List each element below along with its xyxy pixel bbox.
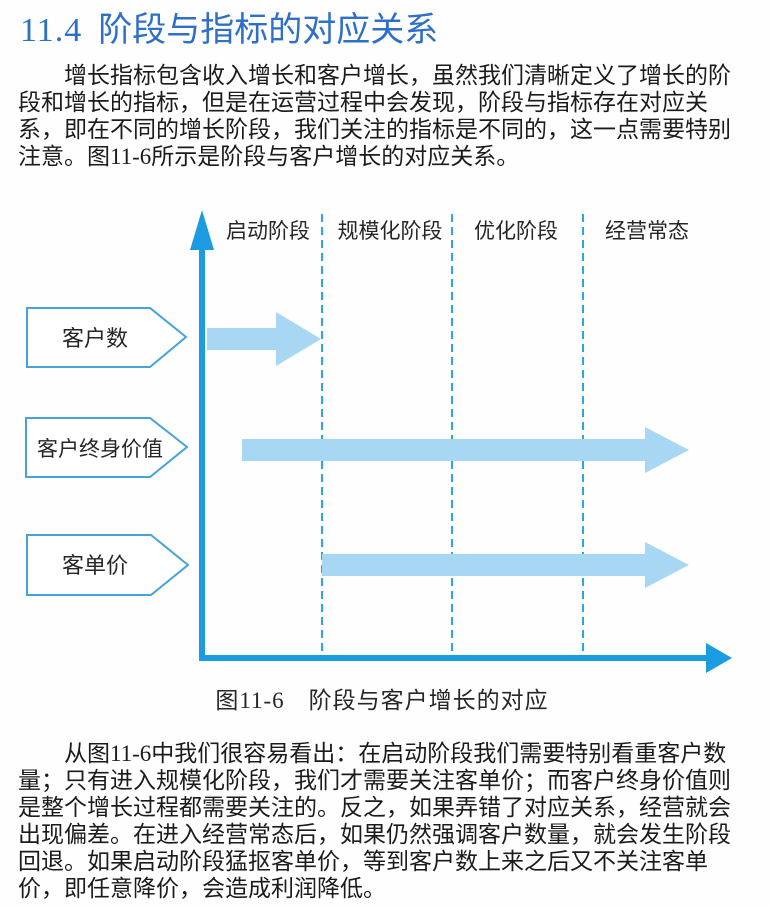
section-number: 11.4 [20,12,83,49]
section-title: 阶段与指标的对应关系 [98,12,439,49]
x-axis-arrowhead-icon [706,643,732,673]
figure-caption: 图11-6 阶段与客户增长的对应 [215,688,548,713]
metric-tag-customer-lifetime-value-label: 客户终身价值 [37,437,163,461]
metric-tag-unit-price-label: 客单价 [62,553,128,578]
metric-tag-unit-price [26,534,190,596]
x-axis-line [199,655,709,661]
metric-tag-customer-count-label: 客户数 [62,326,128,351]
metric-tag-customer-lifetime-value [25,417,189,478]
stage-label-steady-operation: 经营常态 [605,219,689,243]
arrow-customer-count-icon [207,312,321,366]
stage-label-launch: 启动阶段 [226,219,310,243]
arrow-unit-price-icon [322,542,689,588]
metric-tag-customer-count [26,307,188,368]
y-axis-line [199,240,205,661]
paragraph-intro: 增长指标包含收入增长和客户增长，虽然我们清晰定义了增长的阶 段和增长的指标，但是… [18,63,731,169]
stage-label-optimization: 优化阶段 [474,219,558,243]
figure-stage-metric-diagram: 启动阶段 规模化阶段 优化阶段 经营常态 客户数 客户终身价值 客单价 图11-… [25,210,732,713]
paragraph-analysis: 从图11-6中我们很容易看出：在启动阶段我们需要特别看重客户数 量；只有进入规模… [18,741,731,901]
section-heading: 11.4 阶段与指标的对应关系 [20,2,438,51]
arrow-customer-lifetime-value-icon [242,427,689,473]
y-axis-arrowhead-icon [190,210,214,250]
stage-label-scaling: 规模化阶段 [338,219,443,243]
